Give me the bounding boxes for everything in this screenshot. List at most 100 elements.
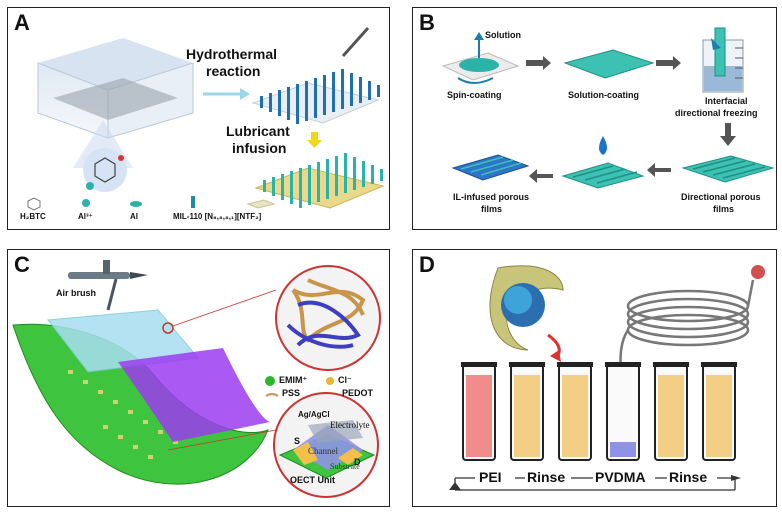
solution-coated-film	[563, 49, 655, 79]
cycle-arrow-head-right	[731, 475, 741, 481]
rinse-label-1: Rinse	[527, 469, 566, 485]
mof-pillar-lubricated	[281, 181, 284, 193]
mof-pillar-lubricated	[362, 161, 365, 173]
vial-rim	[509, 362, 545, 367]
mof-pillar-lubricated	[344, 181, 347, 193]
panel-d: D PEI Rinse PVDMA Rinse	[412, 249, 777, 507]
panel-b: B Solution Spin-coating Solution-coating…	[412, 7, 777, 230]
arrow-down	[307, 132, 322, 148]
mof-pillar-lubricated	[308, 186, 311, 198]
legend-mil110: MIL-110 [N₈,₈,₈,₁][NTF₂]	[173, 212, 262, 221]
mof-pillar	[350, 80, 353, 92]
mof-pillar	[278, 90, 281, 102]
mof-pillar	[296, 91, 299, 103]
mof-pillar	[305, 81, 308, 93]
panel-d-letter: D	[419, 252, 435, 277]
mof-pillar	[314, 78, 317, 90]
mof-pillar	[323, 82, 326, 94]
mof-pillar-lubricated	[335, 163, 338, 175]
mof-pillar-lubricated	[335, 184, 338, 196]
pipette-icon	[341, 27, 370, 57]
electrolyte-layer	[308, 420, 363, 443]
mof-pillar	[314, 99, 317, 111]
cl-dot	[326, 377, 334, 385]
mof-pillar-lubricated	[317, 190, 320, 202]
vial-rim	[701, 362, 737, 367]
mof-pillar-lubricated	[362, 168, 365, 180]
mof-pillar	[377, 85, 380, 97]
panel-a-illustration	[27, 27, 385, 211]
molecule-zoom	[83, 148, 127, 192]
mof-pillar	[332, 72, 335, 84]
mof-pillar	[260, 96, 263, 108]
directional-porous-label: Directional porous	[681, 192, 761, 202]
legend-h2btc: H₂BTC	[20, 212, 46, 221]
source-electrode	[293, 442, 318, 465]
mof-pillar	[332, 86, 335, 98]
mof-pillar	[287, 101, 290, 113]
vial-solution	[466, 375, 492, 457]
mof-pillar	[332, 79, 335, 91]
freezing-beaker	[702, 27, 744, 93]
mof-pillar	[314, 92, 317, 104]
mof-pillar	[287, 87, 290, 99]
drain-label: D	[354, 457, 361, 467]
mof-pillar-lubricated	[299, 196, 302, 208]
pss-label: PSS	[282, 388, 301, 398]
mof-pillar	[332, 100, 335, 112]
polymer-zoom-circle	[275, 265, 381, 371]
spin-coating-label: Spin-coating	[447, 90, 502, 100]
oect-array-dots	[68, 370, 178, 459]
mof-pillar-lubricated	[308, 179, 311, 191]
il-infused-label-2: films	[481, 204, 503, 214]
mof-pillar	[359, 84, 362, 96]
vial-row	[461, 362, 737, 461]
air-brush-icon	[68, 260, 148, 311]
oect-unit-label: OECT Unit	[290, 475, 335, 485]
mof-pillar	[368, 88, 371, 100]
mof-pillar	[323, 103, 326, 115]
il-infused-film	[451, 154, 530, 181]
mof-pillar	[296, 112, 299, 124]
reactor-cube	[37, 38, 194, 139]
vial-solution	[514, 375, 540, 457]
mof-pillar-lubricated	[344, 174, 347, 186]
mof-pillar-lubricated	[371, 165, 374, 177]
mof-pillar	[314, 106, 317, 118]
spin-coating-substrate	[441, 32, 520, 84]
mof-pillar-lubricated	[353, 171, 356, 183]
vial-rim	[461, 362, 497, 367]
mof-pillar-lubricated	[290, 185, 293, 197]
mof-pillar	[323, 96, 326, 108]
polymer-chains	[286, 278, 366, 349]
mof-pillar	[287, 94, 290, 106]
mof-pillar	[341, 90, 344, 102]
mof-pillar-lubricated	[317, 183, 320, 195]
air-brush-label: Air brush	[56, 288, 97, 298]
il-infused-label: IL-infused porous	[453, 192, 529, 202]
hydrothermal-label: Hydrothermal	[186, 46, 278, 62]
panel-c-letter: C	[14, 252, 30, 277]
tube-inset	[489, 265, 564, 362]
legend-al3: Al³⁺	[78, 212, 93, 221]
mof-pillar-lubricated	[263, 180, 266, 192]
mof-pillar-lubricated	[308, 172, 311, 184]
mof-pillar-lubricated	[371, 172, 374, 184]
mof-pillar	[296, 105, 299, 117]
arrow-3	[720, 123, 736, 146]
mof-pillar-lubricated	[326, 187, 329, 199]
panel-b-illustration	[441, 27, 775, 189]
mof-pillar-lubricated	[299, 175, 302, 187]
mof-pillar	[359, 91, 362, 103]
mof-pillar-lubricated	[326, 180, 329, 192]
substrate-label: Substrate	[330, 462, 360, 471]
directional-freezing-label: directional freezing	[675, 108, 758, 118]
mof-pillar-lubricated	[344, 160, 347, 172]
solution-label: Solution	[485, 30, 521, 40]
panel-d-illustration	[449, 265, 765, 491]
vial-solution	[658, 375, 684, 457]
coiled-tube	[619, 279, 755, 411]
vial-solution	[610, 442, 636, 457]
directional-porous-label-2: films	[713, 204, 735, 214]
drain-electrode	[338, 448, 363, 465]
